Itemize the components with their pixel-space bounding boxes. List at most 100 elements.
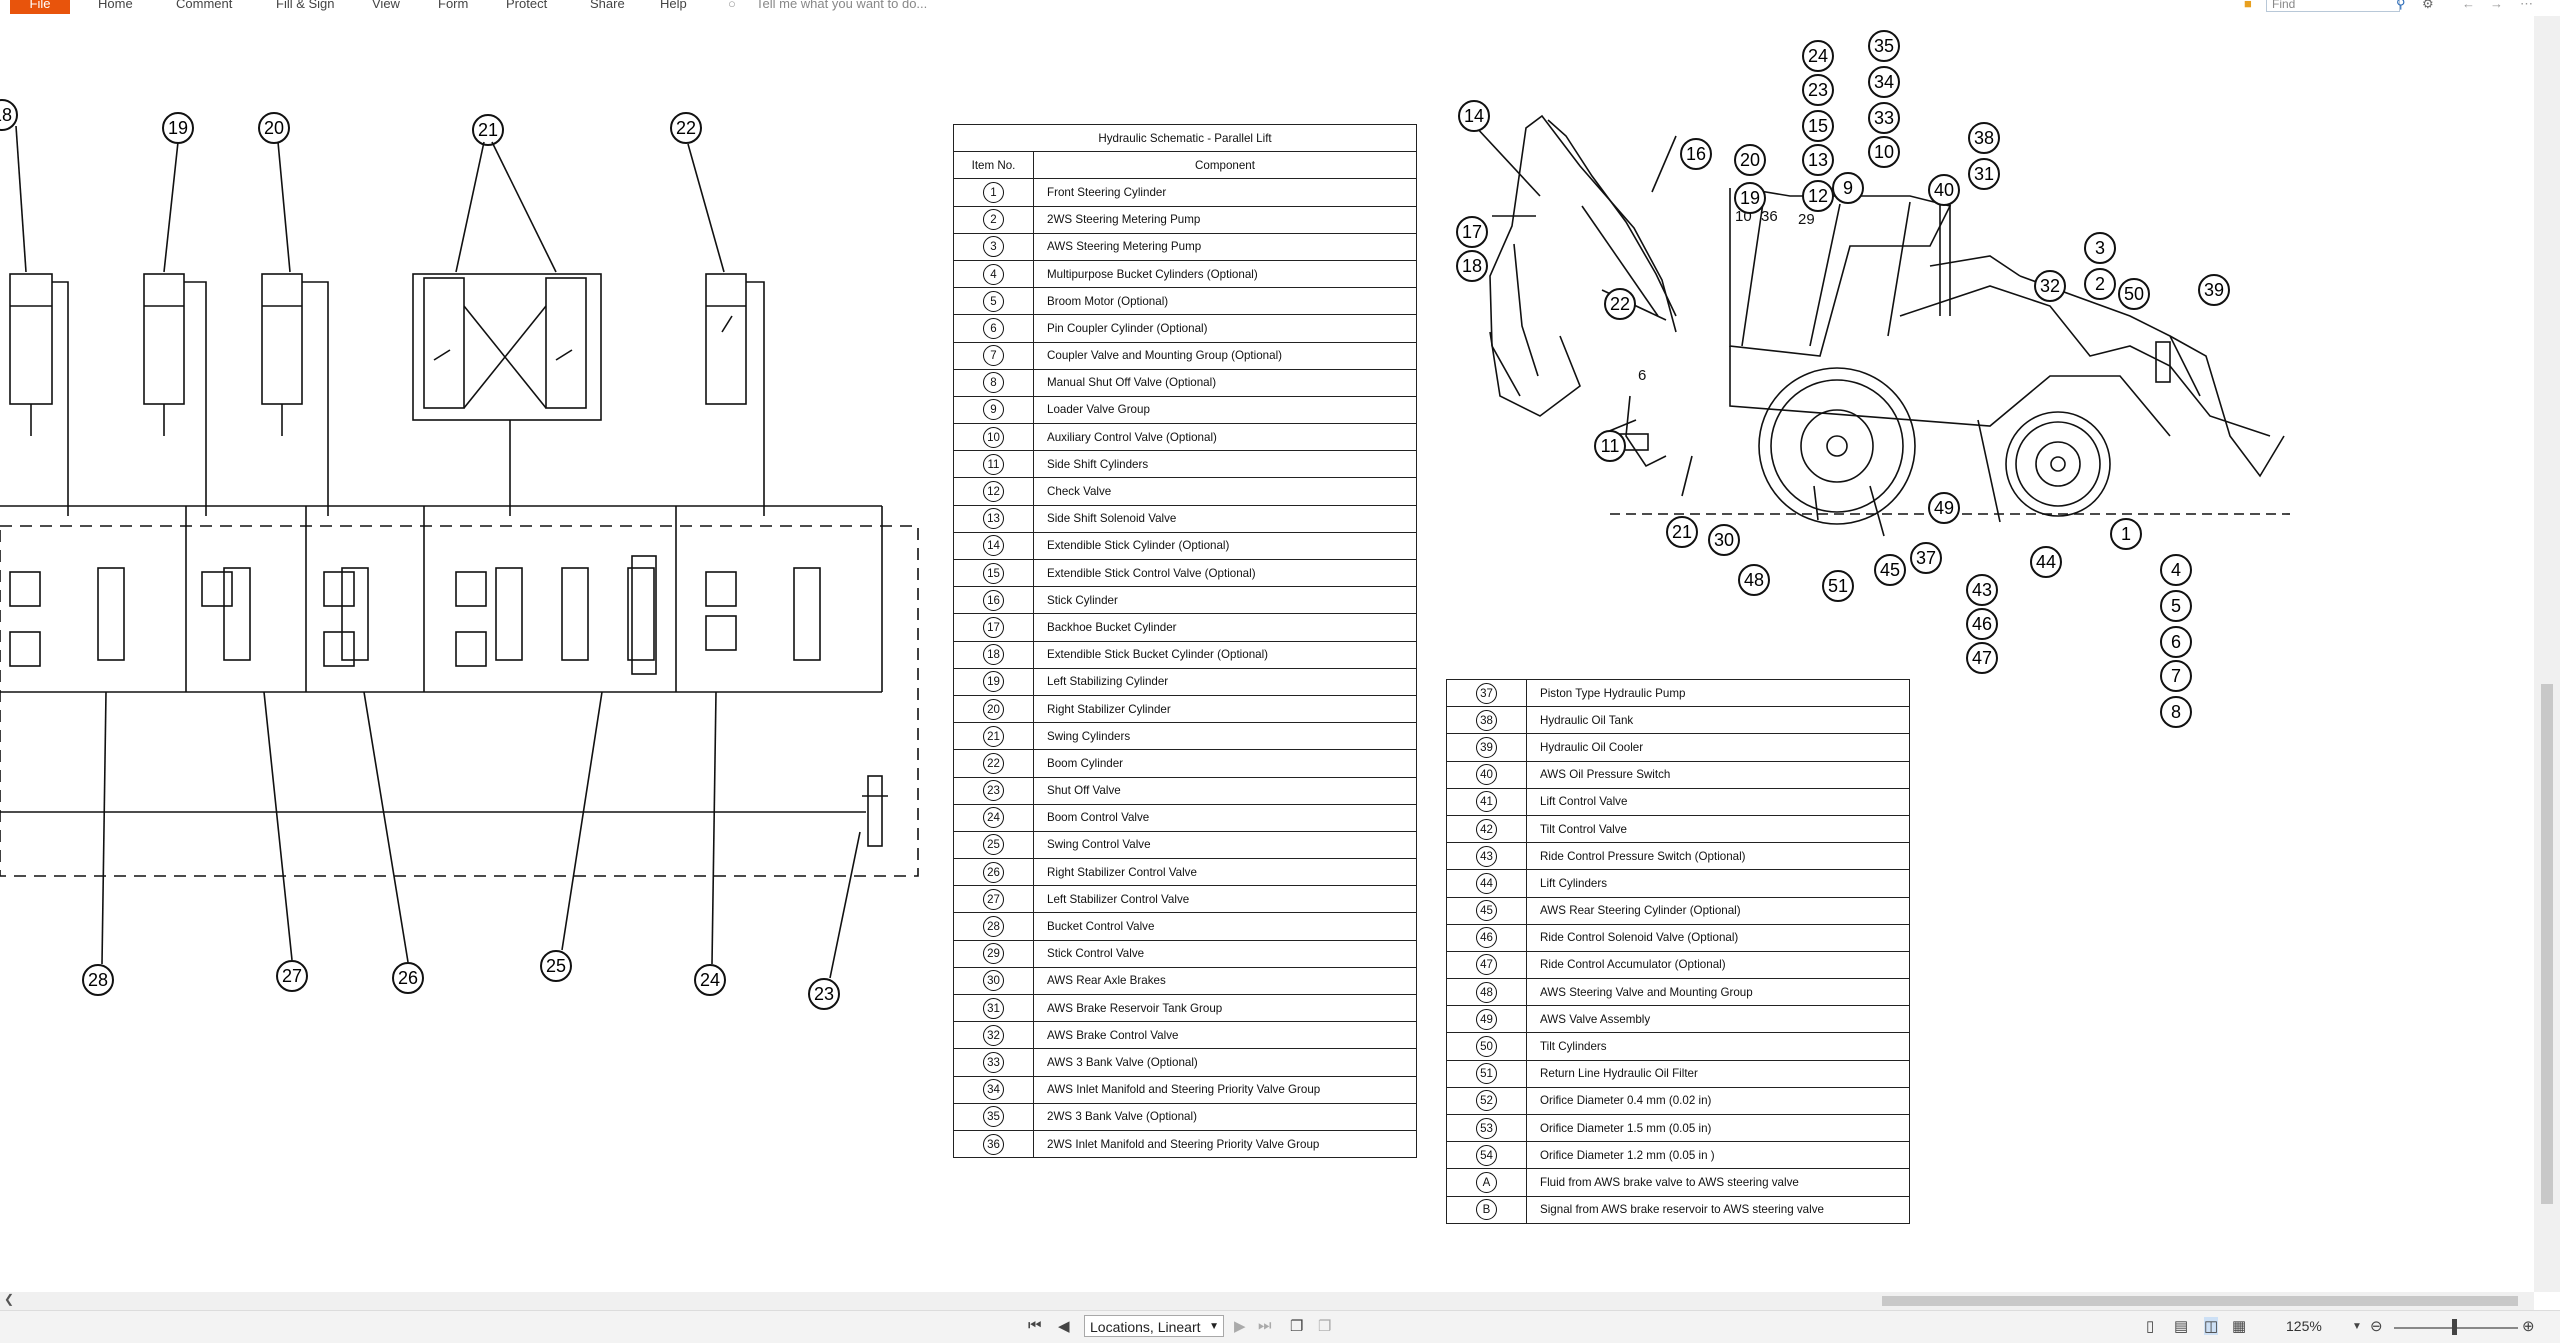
zoom-dropdown-icon[interactable]: ▼ (2352, 1321, 2362, 1332)
fit-page-icon[interactable]: ❐ (1290, 1318, 1304, 1335)
zoom-level[interactable]: 125% (2286, 1318, 2322, 1334)
item-number-bubble: 24 (983, 807, 1004, 829)
item-number-bubble: B (1476, 1199, 1497, 1221)
component-cell: 2WS Steering Metering Pump (1033, 205, 1417, 234)
zoom-slider-thumb[interactable] (2452, 1319, 2457, 1335)
previous-page-icon[interactable]: ◀ (1058, 1318, 1070, 1335)
first-page-icon[interactable]: ⏮ (1028, 1317, 1042, 1334)
item-number-cell: 23 (953, 776, 1034, 805)
zoom-out-icon[interactable]: ⊖ (2370, 1318, 2383, 1335)
component-cell: Hydraulic Oil Cooler (1526, 733, 1910, 762)
callout-bubble: 23 (808, 978, 840, 1010)
component-cell: AWS Steering Valve and Mounting Group (1526, 978, 1910, 1007)
item-number-cell: 14 (953, 531, 1034, 561)
item-number-cell: 36 (953, 1129, 1034, 1159)
callout-bubble: 20 (1734, 144, 1766, 176)
menu-view[interactable]: View (372, 0, 400, 11)
menu-help[interactable]: Help (660, 0, 687, 11)
zoom-in-icon[interactable]: ⊕ (2522, 1318, 2535, 1335)
component-cell: Shut Off Valve (1033, 776, 1417, 805)
vertical-scroll-thumb[interactable] (2541, 684, 2553, 1204)
component-cell: Broom Motor (Optional) (1033, 287, 1417, 316)
file-menu-button[interactable]: File (10, 0, 70, 14)
tell-me-input[interactable]: Tell me what you want to do... (756, 0, 928, 11)
callout-bubble: 44 (2030, 546, 2062, 578)
location-select[interactable]: Locations, Lineart ▼ (1084, 1315, 1224, 1337)
item-number-cell: 30 (953, 966, 1034, 996)
item-number-cell: 15 (953, 558, 1034, 588)
fit-width-icon[interactable]: ❐ (1318, 1318, 1332, 1335)
callout-bubble: 13 (1802, 144, 1834, 176)
item-number-cell: 19 (953, 667, 1034, 696)
callout-bubble: 47 (1966, 642, 1998, 674)
callout-bubble: 24 (694, 964, 726, 996)
next-page-icon[interactable]: ▶ (1234, 1318, 1246, 1335)
callout-bubble: 5 (2160, 590, 2192, 622)
callout-bubble: 23 (1802, 74, 1834, 106)
folder-search-icon[interactable]: ■ (2244, 0, 2252, 11)
menu-home[interactable]: Home (98, 0, 133, 11)
single-page-view-icon[interactable]: ▯ (2146, 1318, 2155, 1335)
item-number-bubble: 18 (983, 644, 1004, 666)
item-number-cell: 6 (953, 314, 1034, 343)
vertical-scrollbar[interactable] (2534, 16, 2560, 1292)
item-number-bubble: 36 (983, 1133, 1004, 1155)
item-number-bubble: 43 (1476, 845, 1497, 867)
item-number-bubble: 34 (983, 1079, 1004, 1101)
component-cell: Extendible Stick Control Valve (Optional… (1033, 558, 1417, 588)
item-number-cell: 42 (1446, 814, 1527, 844)
item-number-cell: 49 (1446, 1005, 1527, 1034)
menu-share[interactable]: Share (590, 0, 625, 11)
component-cell: Lift Cylinders (1526, 869, 1910, 898)
gear-icon[interactable]: ⚙ (2422, 0, 2434, 11)
item-number-bubble: 21 (983, 725, 1004, 747)
callout-bubble: 19 (1734, 182, 1766, 214)
horizontal-scrollbar[interactable]: ❮ (0, 1292, 2534, 1310)
lightbulb-icon: ○ (728, 0, 736, 11)
callout-bubble: 17 (1456, 216, 1488, 248)
menu-protect[interactable]: Protect (506, 0, 548, 11)
item-number-cell: 45 (1446, 896, 1527, 925)
callout-bubble: 43 (1966, 574, 1998, 606)
component-cell: Left Stabilizing Cylinder (1033, 667, 1417, 696)
back-icon[interactable]: ← (2462, 0, 2475, 11)
callout-bubble: 50 (2118, 278, 2150, 310)
callout-bubble: 16 (1680, 138, 1712, 170)
horizontal-scroll-thumb[interactable] (1882, 1296, 2518, 1306)
split-view-icon[interactable]: ▦ (2232, 1318, 2247, 1335)
find-input[interactable]: Find (2266, 0, 2400, 12)
forward-icon[interactable]: → (2490, 0, 2503, 11)
scroll-left-icon[interactable]: ❮ (4, 1292, 15, 1306)
item-number-bubble: 29 (983, 943, 1004, 965)
item-number-bubble: 6 (983, 317, 1004, 339)
continuous-view-icon[interactable]: ▤ (2174, 1318, 2189, 1335)
item-number-cell: 12 (953, 477, 1034, 506)
item-number-bubble: 31 (983, 997, 1004, 1019)
menu-form[interactable]: Form (438, 0, 469, 11)
item-number-cell: 27 (953, 885, 1034, 914)
item-number-cell: 38 (1446, 706, 1527, 735)
component-cell: Multipurpose Bucket Cylinders (Optional) (1033, 259, 1417, 289)
item-number-cell: 54 (1446, 1141, 1527, 1170)
search-icon[interactable]: ⚲ (2396, 0, 2406, 11)
menu-fill-sign[interactable]: Fill & Sign (276, 0, 335, 11)
last-page-icon[interactable]: ⏭ (1258, 1317, 1272, 1334)
more-icon[interactable]: ⋯ (2520, 0, 2533, 11)
callout-bubble: 28 (82, 964, 114, 996)
item-number-cell: 8 (953, 368, 1034, 397)
item-number-cell: 1 (953, 178, 1034, 207)
component-cell: Tilt Control Valve (1526, 814, 1910, 844)
item-number-bubble: 41 (1476, 791, 1497, 813)
menu-comment[interactable]: Comment (176, 0, 233, 11)
two-page-view-icon[interactable]: ◫ (2204, 1317, 2219, 1335)
callout-bubble: 22 (670, 112, 702, 144)
